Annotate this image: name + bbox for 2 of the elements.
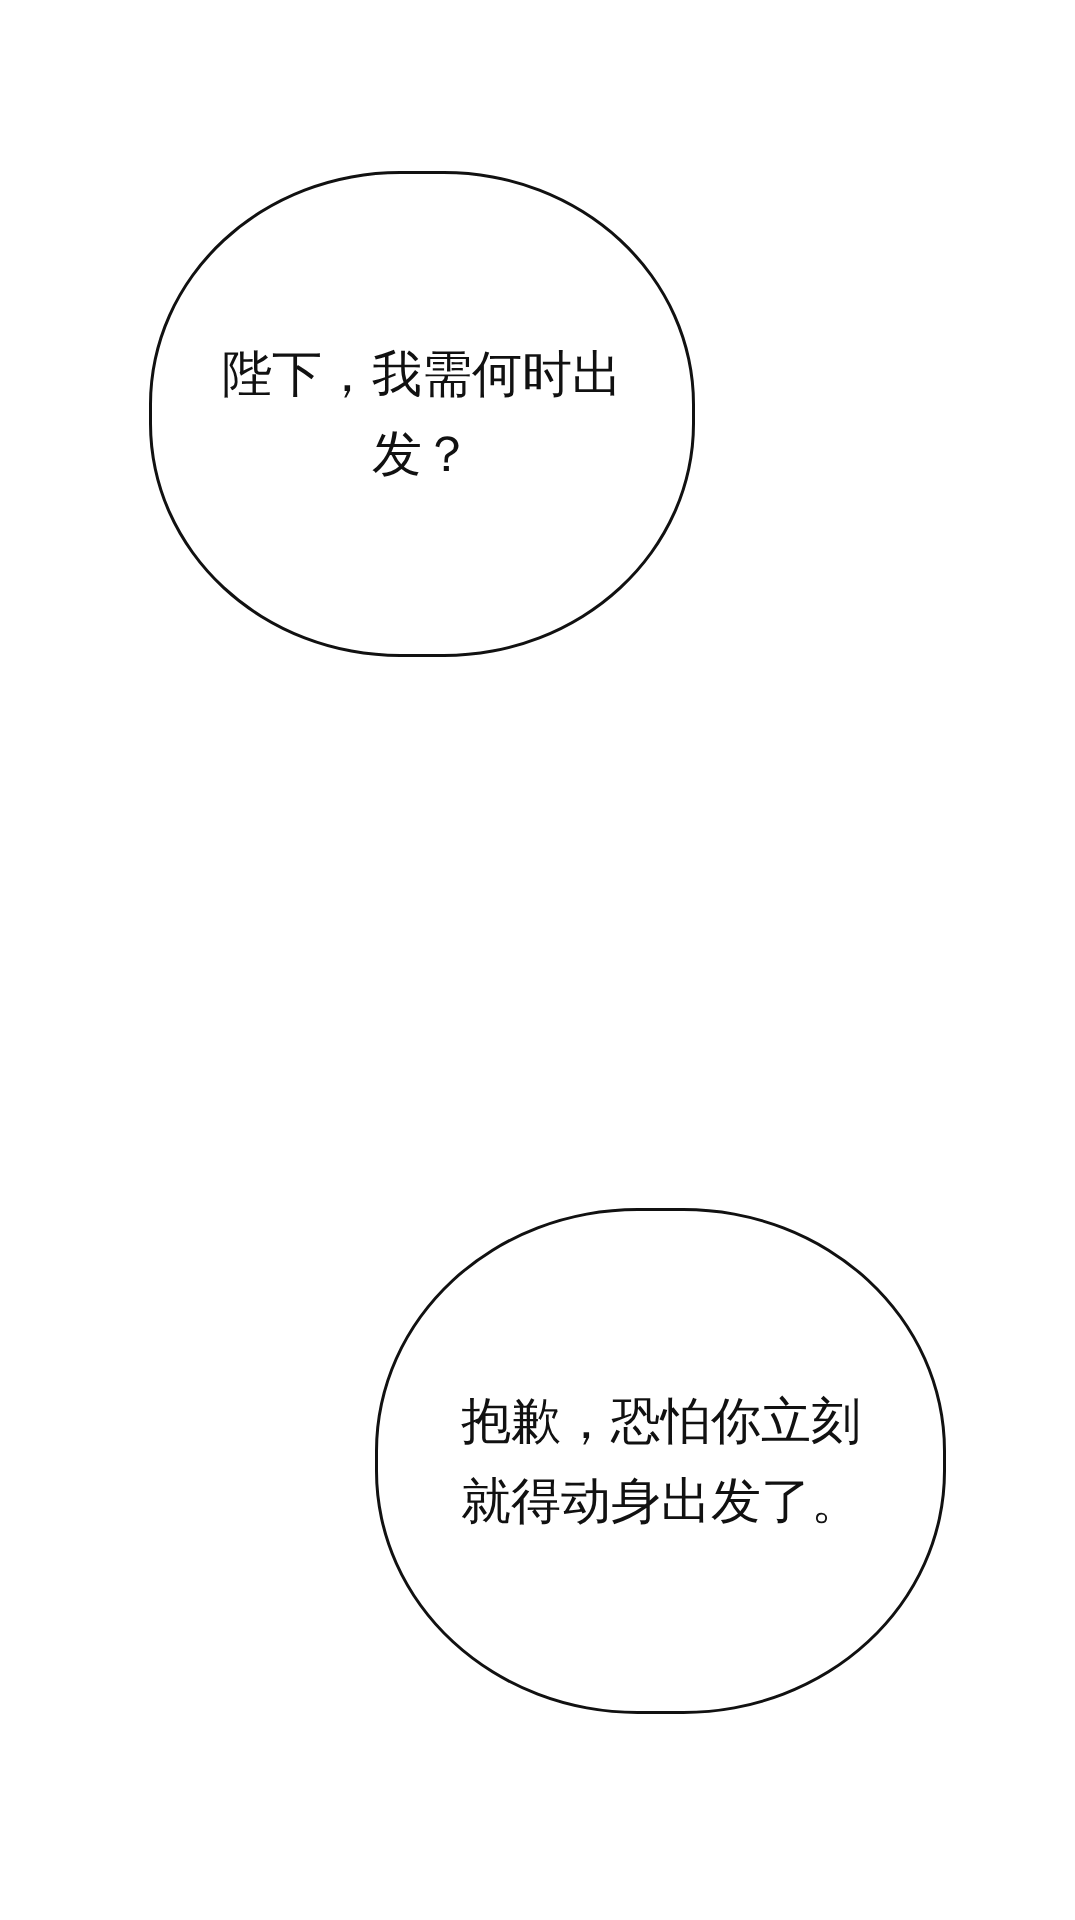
dialogue-text: 陛下，我需何时出发？ — [222, 344, 622, 485]
dialogue-text: 抱歉，恐怕你立刻就得动身出发了。 — [459, 1391, 862, 1532]
